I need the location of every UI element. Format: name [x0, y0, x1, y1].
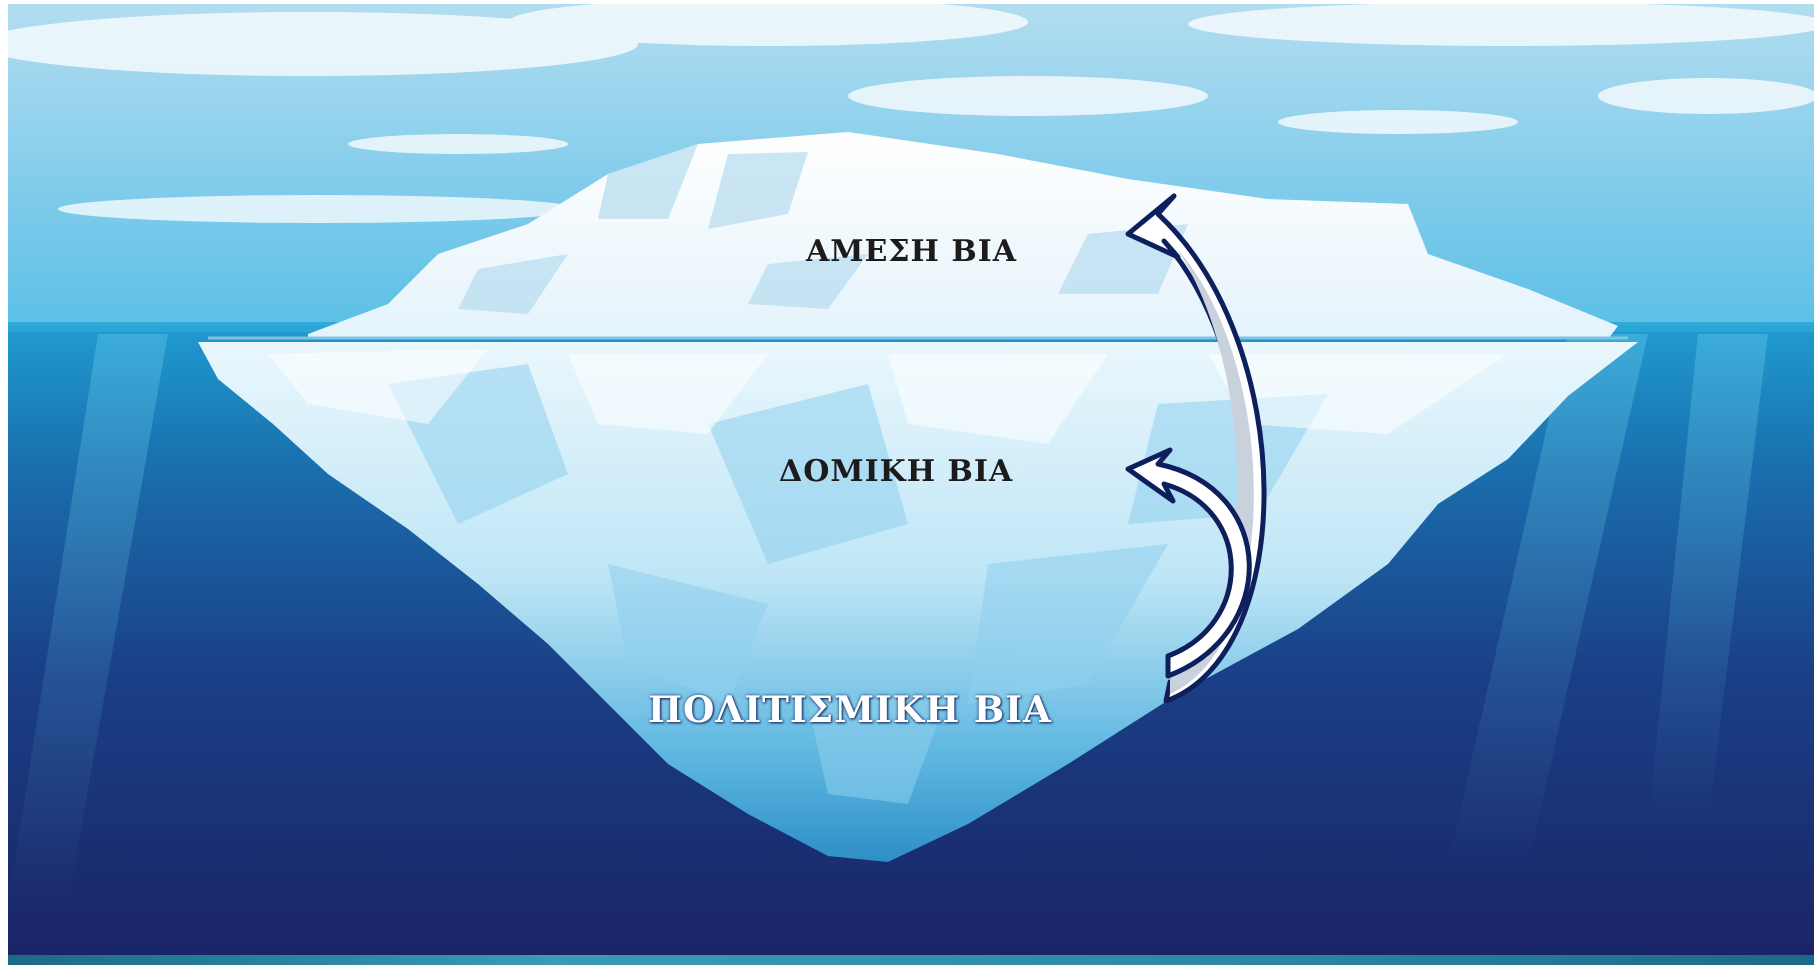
iceberg-scene: ΑΜΕΣΗ ΒΙΑ ΔΟΜΙΚΗ ΒΙΑ ΠΟΛΙΤΙΣΜΙΚΗ ΒΙΑ: [8, 4, 1814, 962]
bottom-strip: [8, 955, 1814, 965]
label-structural-violence: ΔΟΜΙΚΗ ΒΙΑ: [779, 454, 1013, 489]
label-cultural-violence: ΠΟΛΙΤΙΣΜΙΚΗ ΒΙΑ: [648, 689, 1052, 731]
label-direct-violence: ΑΜΕΣΗ ΒΙΑ: [806, 234, 1017, 269]
